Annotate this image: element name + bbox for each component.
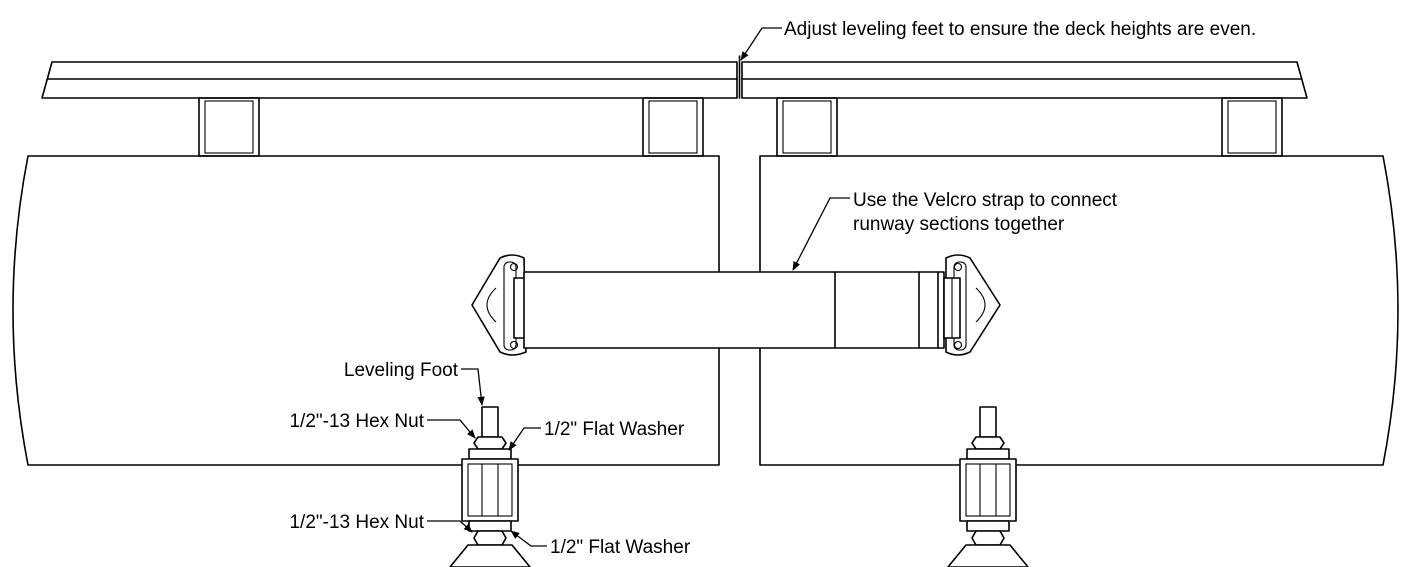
runway-sections xyxy=(12,155,1399,466)
deck-rail xyxy=(41,55,1308,99)
flat-washer-upper-label: 1/2" Flat Washer xyxy=(544,419,685,440)
leveling-foot-label: Leveling Foot xyxy=(344,360,459,381)
hex-nut-upper-label: 1/2"-13 Hex Nut xyxy=(289,411,424,432)
leveling-foot-left xyxy=(449,406,531,567)
velcro-callout-line1: Use the Velcro strap to connect xyxy=(853,190,1118,211)
leveling-foot-right xyxy=(947,406,1029,567)
velcro-strap xyxy=(471,254,1001,356)
support-posts xyxy=(198,97,1283,157)
flat-washer-lower-label: 1/2" Flat Washer xyxy=(550,537,691,558)
velcro-callout-line2: runway sections together xyxy=(853,214,1065,235)
hex-nut-lower-label: 1/2"-13 Hex Nut xyxy=(289,512,424,533)
callout-labels: Adjust leveling feet to ensure the deck … xyxy=(289,19,1256,558)
deck-height-callout: Adjust leveling feet to ensure the deck … xyxy=(784,19,1256,40)
leader-lines xyxy=(427,27,850,547)
